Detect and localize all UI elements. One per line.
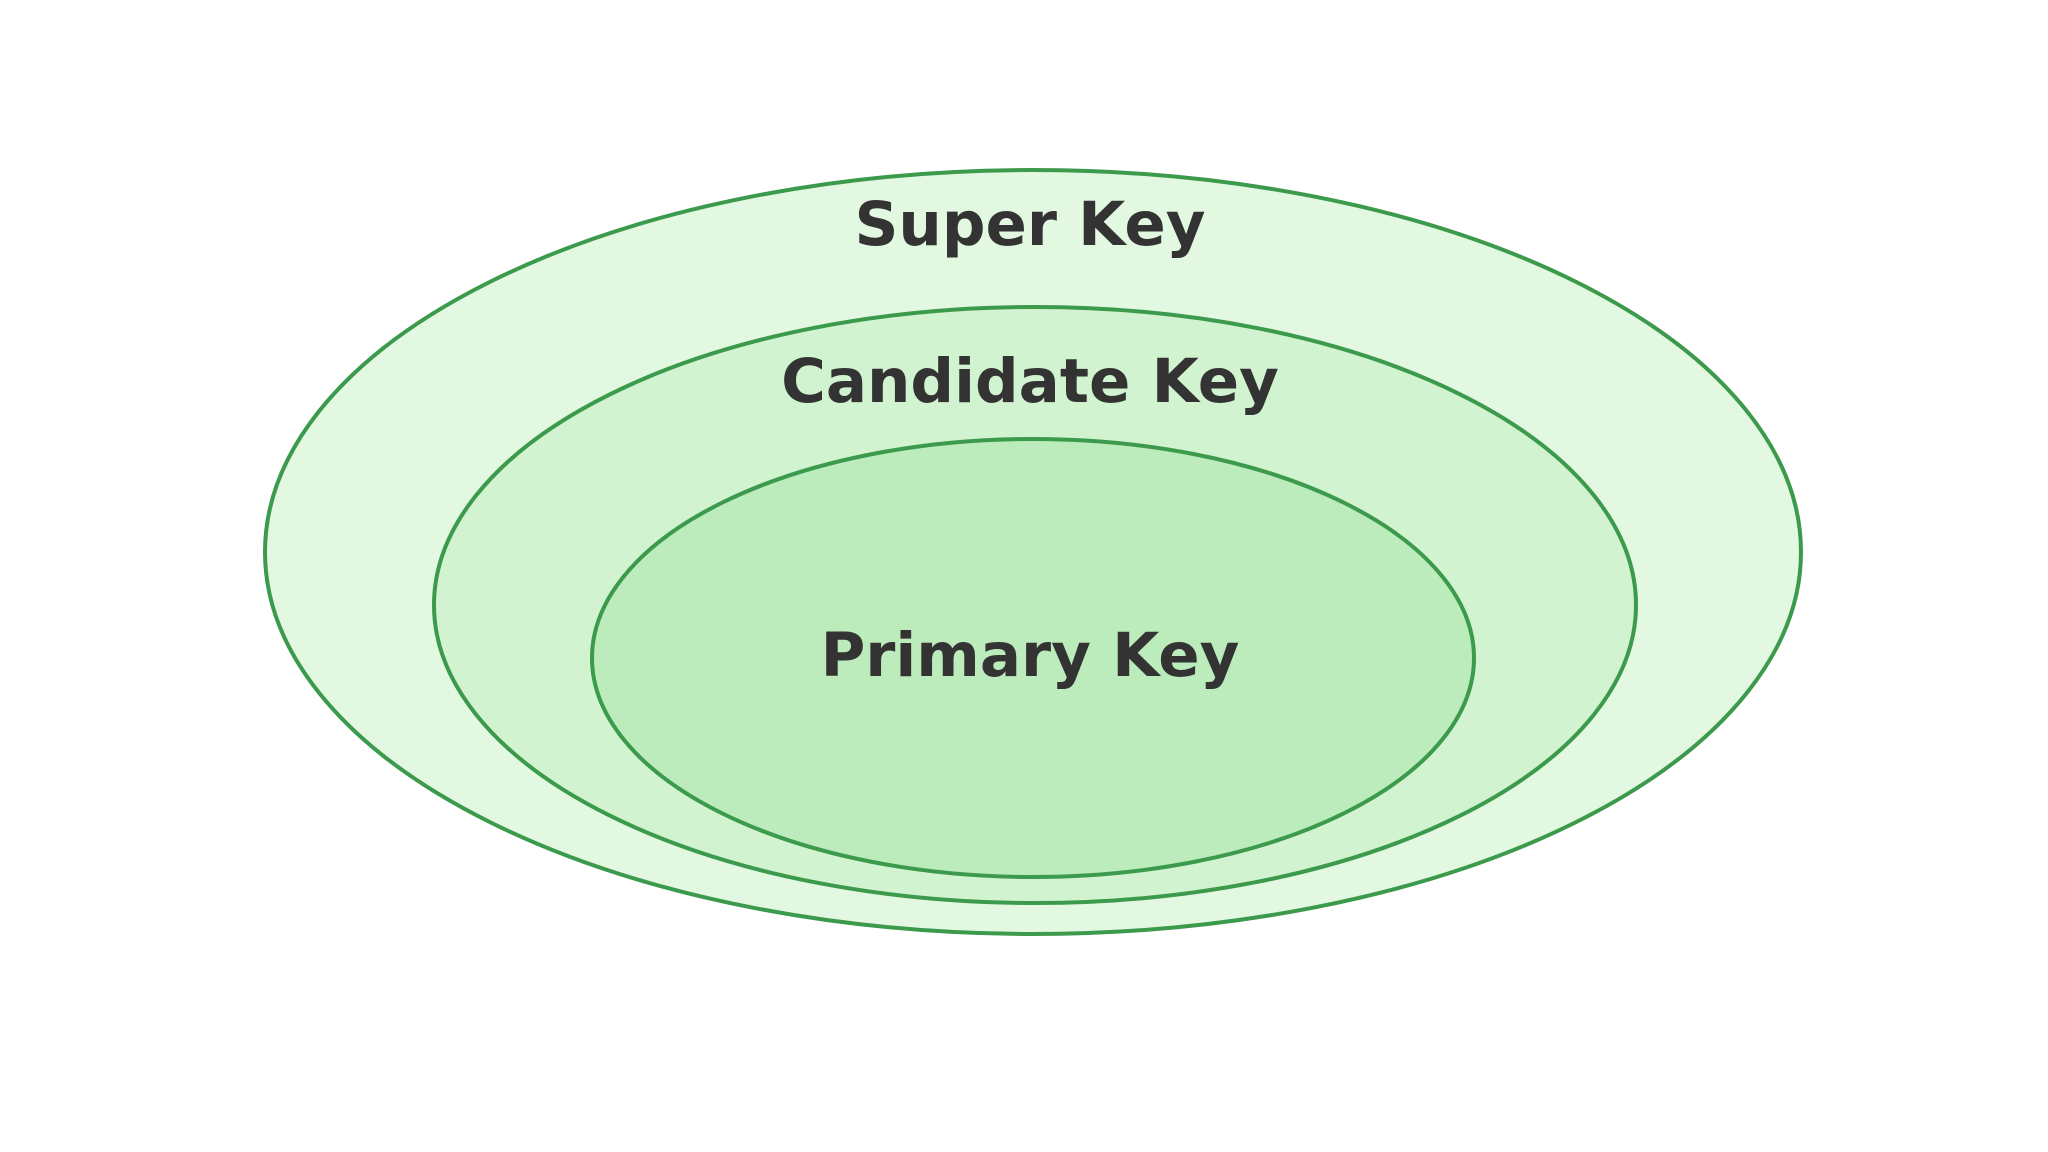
primary-key-ellipse: [590, 437, 1476, 879]
primary-key-label: Primary Key: [821, 620, 1240, 691]
candidate-key-label: Candidate Key: [781, 346, 1279, 417]
super-key-label: Super Key: [854, 189, 1205, 260]
